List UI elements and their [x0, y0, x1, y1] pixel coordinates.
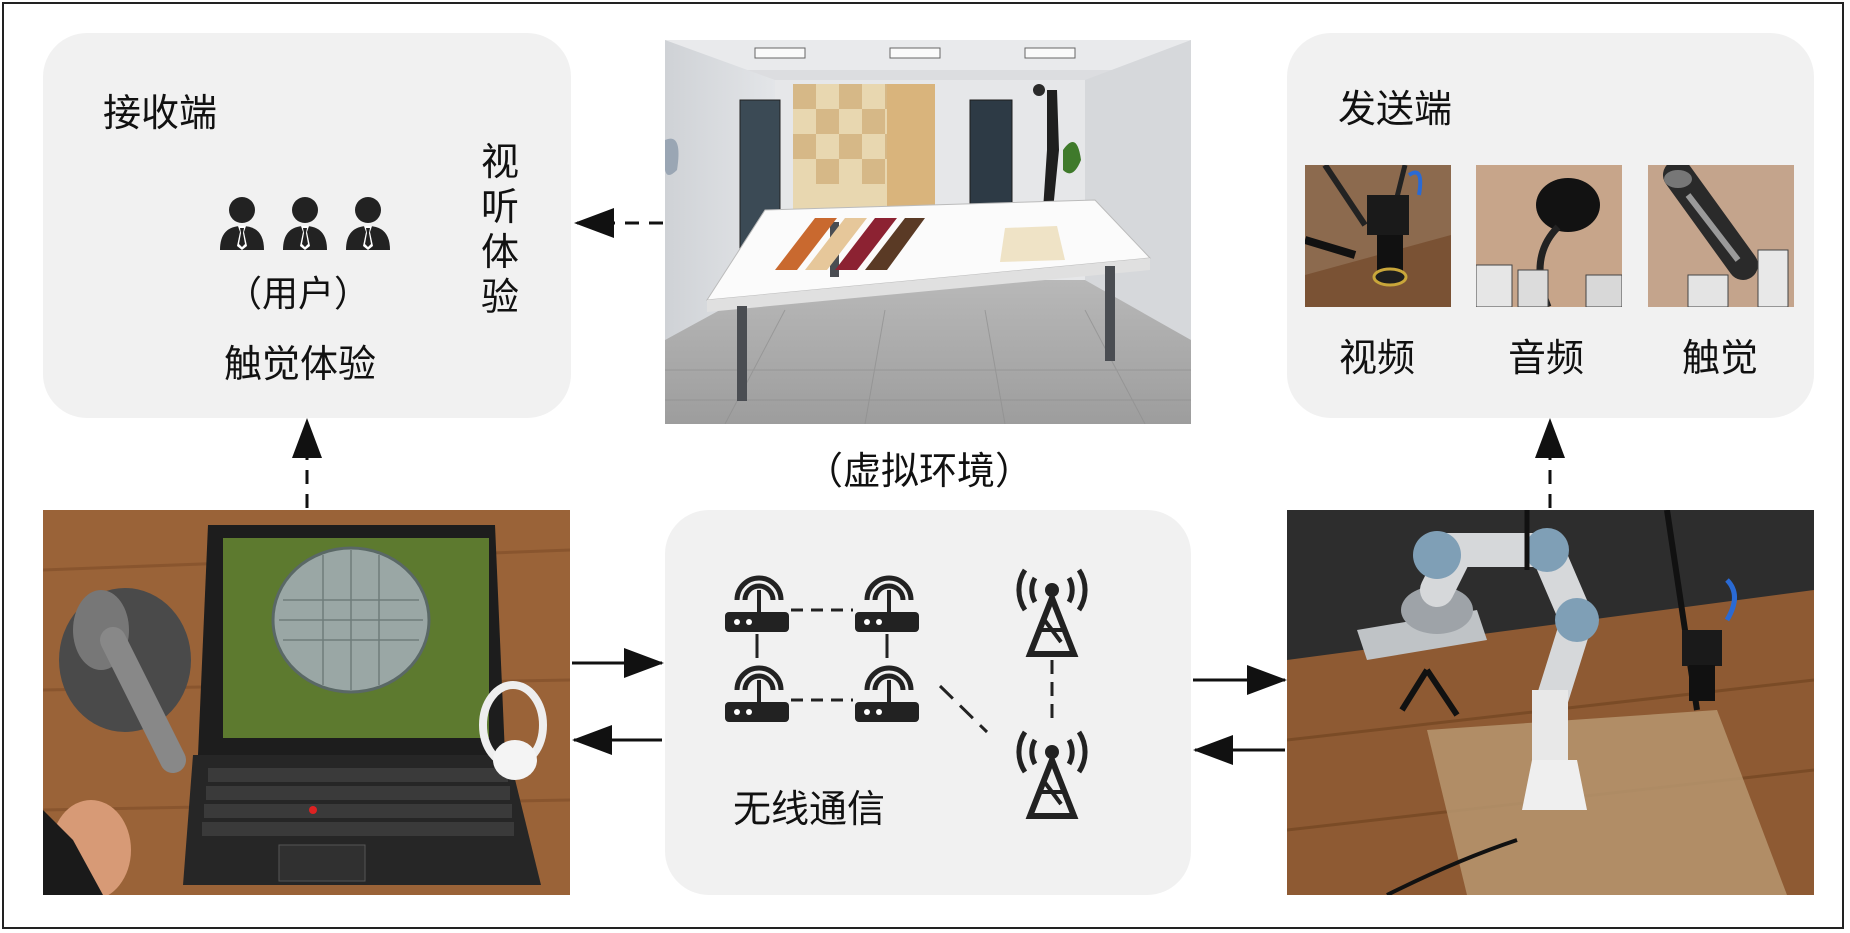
router-icon: [855, 665, 919, 722]
user-icon: [346, 197, 390, 250]
camera-photo: [1305, 165, 1451, 307]
user-group: [218, 196, 398, 250]
cell-tower-icon: [1016, 730, 1088, 819]
haptic-experience-label: 触觉体验: [224, 342, 377, 386]
sender-setup-photo: [1287, 510, 1814, 895]
router-icon: [855, 575, 919, 632]
user-icon: [283, 197, 327, 250]
sender-item-label-audio: 音频: [1508, 336, 1585, 380]
router-icon: [725, 575, 789, 632]
microphone-photo: [1476, 165, 1622, 307]
wireless-label: 无线通信: [733, 787, 886, 831]
av-experience-label: 视 听 体 验: [480, 140, 519, 319]
users-label: （用户）: [226, 274, 371, 315]
cell-tower-icon: [1016, 568, 1088, 657]
virtual-environment-caption: （虚拟环境）: [805, 449, 1034, 493]
receiver-title: 接收端: [103, 91, 218, 135]
sender-item-label-haptic: 触觉: [1682, 336, 1759, 380]
receiver-panel: [43, 33, 571, 418]
router-icon: [725, 665, 789, 722]
sender-item-label-video: 视频: [1339, 336, 1416, 380]
receiver-setup-photo: [43, 510, 570, 895]
haptic-sensor-photo: [1648, 165, 1794, 307]
network-diagram: [665, 510, 1191, 895]
user-icon: [220, 197, 264, 250]
sender-title: 发送端: [1338, 87, 1453, 131]
virtual-environment-image: [665, 40, 1191, 424]
